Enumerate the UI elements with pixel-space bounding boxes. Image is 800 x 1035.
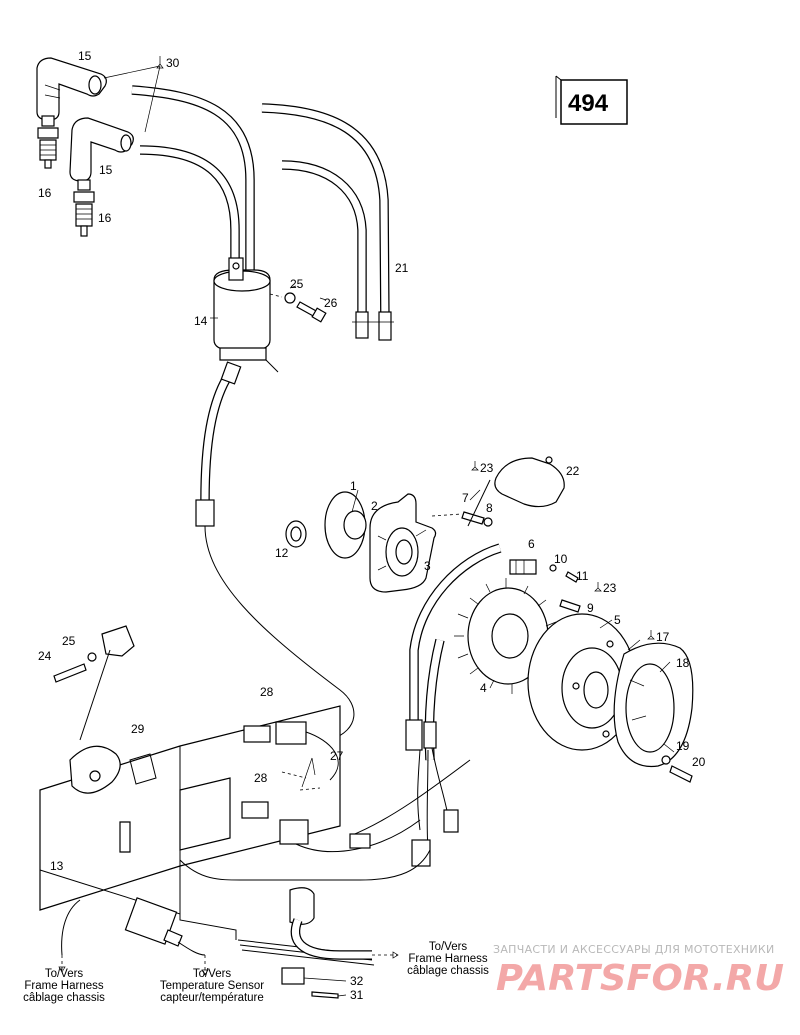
spark-plug-upper bbox=[37, 115, 59, 169]
callout-30: 30 bbox=[166, 56, 180, 70]
callout-29: 29 bbox=[131, 722, 145, 736]
stator bbox=[454, 578, 558, 694]
ignition-coil bbox=[213, 257, 279, 373]
magneto-housing bbox=[369, 493, 437, 593]
callout-8: 8 bbox=[486, 501, 493, 515]
callout-7: 7 bbox=[462, 491, 469, 505]
callout-16a: 16 bbox=[38, 186, 52, 200]
rewind-cover bbox=[467, 456, 565, 527]
svg-text:câblage chassis: câblage chassis bbox=[407, 965, 489, 977]
callout-15b: 15 bbox=[99, 163, 113, 177]
electronic-box bbox=[39, 705, 341, 915]
svg-text:To/Vers: To/Vers bbox=[45, 968, 84, 980]
watermark-tagline: ЗАПЧАСТИ И АКСЕССУАРЫ ДЛЯ МОТОТЕХНИКИ bbox=[493, 943, 775, 956]
mounting-bolt-left bbox=[53, 625, 135, 741]
svg-text:câblage chassis: câblage chassis bbox=[23, 992, 105, 1004]
callout-9: 9 bbox=[587, 601, 594, 615]
watermark: ЗАПЧАСТИ И АКСЕССУАРЫ ДЛЯ МОТОТЕХНИКИ PA… bbox=[493, 943, 784, 999]
callout-23a: 23 bbox=[480, 461, 494, 475]
starting-pulley bbox=[613, 642, 694, 768]
loctite-icon-30 bbox=[156, 56, 164, 69]
spark-plug-cap-upper bbox=[36, 57, 107, 121]
callout-28b: 28 bbox=[254, 771, 268, 785]
rewind-housing-gasket bbox=[324, 491, 367, 559]
callout-24: 24 bbox=[38, 649, 52, 663]
loctite-icon-23b bbox=[594, 582, 602, 592]
coil-lead bbox=[195, 361, 355, 741]
svg-text:To/Vers: To/Vers bbox=[429, 941, 468, 953]
callout-32: 32 bbox=[350, 974, 364, 988]
callout-12: 12 bbox=[275, 546, 289, 560]
oil-seal bbox=[285, 520, 307, 548]
note-frame-harness-right: To/Vers Frame Harness câblage chassis bbox=[392, 941, 489, 977]
callout-18: 18 bbox=[676, 656, 690, 670]
callout-13: 13 bbox=[50, 859, 64, 873]
loctite-icon-23a bbox=[471, 461, 479, 471]
svg-text:Frame Harness: Frame Harness bbox=[408, 953, 487, 965]
housing-screw bbox=[431, 511, 493, 527]
watermark-logo: PARTSFOR.RU bbox=[496, 958, 784, 999]
connectors-block bbox=[241, 721, 321, 845]
trigger-coil bbox=[509, 559, 579, 583]
spark-plug-cap-lower bbox=[69, 117, 134, 182]
callout-27: 27 bbox=[330, 749, 344, 763]
stator-harness bbox=[405, 543, 502, 867]
callout-labels: 30 15 15 16 16 21 25 26 14 23 22 1 7 2 8… bbox=[38, 49, 706, 1002]
callout-28a: 28 bbox=[260, 685, 274, 699]
callout-25b: 25 bbox=[62, 634, 76, 648]
callout-23b: 23 bbox=[603, 581, 617, 595]
coil-washer-and-screw bbox=[269, 292, 327, 323]
callout-11: 11 bbox=[576, 569, 589, 583]
temperature-sensor-unit bbox=[124, 897, 206, 975]
svg-text:To/Vers: To/Vers bbox=[193, 968, 232, 980]
callout-26: 26 bbox=[324, 296, 338, 310]
stator-screw bbox=[559, 599, 581, 613]
harness-clamp bbox=[281, 887, 398, 999]
callout-17: 17 bbox=[656, 630, 670, 644]
callout-22: 22 bbox=[566, 464, 580, 478]
flywheel bbox=[527, 613, 637, 751]
spark-plug-lower bbox=[73, 179, 95, 237]
loctite-icon-17 bbox=[647, 630, 655, 640]
page-number: 494 bbox=[568, 90, 609, 117]
callout-4: 4 bbox=[480, 681, 487, 695]
callout-3: 3 bbox=[424, 559, 431, 573]
callout-10: 10 bbox=[554, 552, 568, 566]
svg-text:capteur/température: capteur/température bbox=[160, 992, 264, 1004]
callout-2: 2 bbox=[371, 499, 378, 513]
callout-19: 19 bbox=[676, 739, 690, 753]
callout-20: 20 bbox=[692, 755, 706, 769]
left-frame-harness-lead bbox=[61, 899, 81, 972]
callout-1: 1 bbox=[350, 479, 357, 493]
note-frame-harness-left: To/Vers Frame Harness câblage chassis bbox=[23, 966, 105, 1004]
note-temperature-sensor: To/Vers Temperature Sensor capteur/tempé… bbox=[160, 968, 264, 1004]
page-number-box: 494 bbox=[555, 75, 628, 125]
callout-14: 14 bbox=[194, 314, 208, 328]
svg-text:Temperature Sensor: Temperature Sensor bbox=[160, 980, 264, 992]
callout-25a: 25 bbox=[290, 277, 304, 291]
ignition-cables bbox=[131, 85, 394, 341]
leader-lines bbox=[103, 65, 641, 788]
callout-31: 31 bbox=[350, 988, 364, 1002]
svg-text:Frame Harness: Frame Harness bbox=[24, 980, 103, 992]
callout-6: 6 bbox=[528, 537, 535, 551]
callout-5: 5 bbox=[614, 613, 621, 627]
callout-21: 21 bbox=[395, 261, 409, 275]
callout-16b: 16 bbox=[98, 211, 112, 225]
callout-15a: 15 bbox=[78, 49, 92, 63]
pulley-screw bbox=[661, 755, 693, 783]
